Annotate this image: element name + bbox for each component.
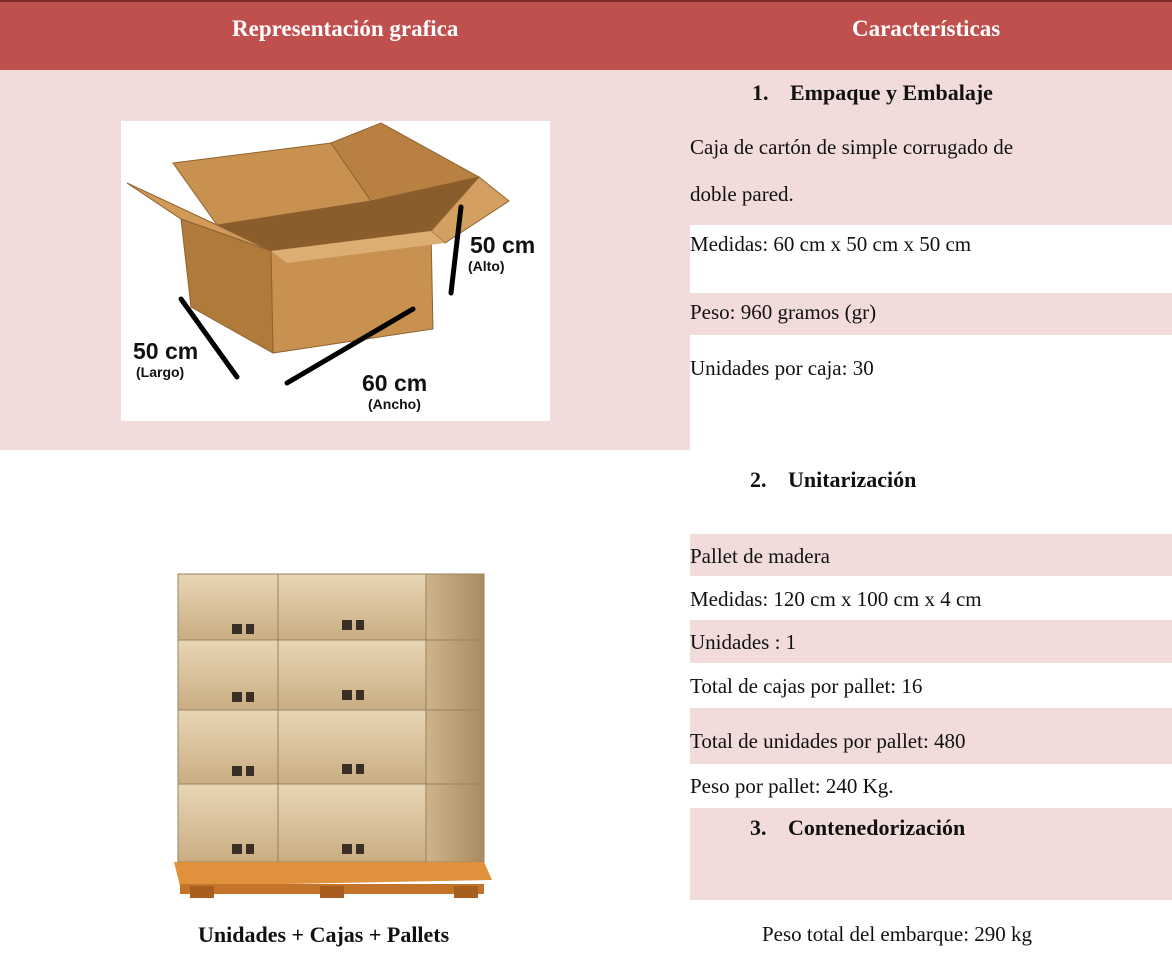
- section1-line: doble pared.: [690, 182, 794, 206]
- column-title-representation: Representación grafica: [232, 16, 459, 41]
- row-white: [690, 225, 1172, 293]
- section2-line: Total de unidades por pallet: 480: [690, 729, 966, 753]
- box-length-value: 50 cm: [133, 338, 199, 364]
- row-band: [690, 708, 1172, 764]
- section3-heading: 3. Contenedorización: [750, 815, 965, 841]
- section3-line: Peso total del embarque: 290 kg: [762, 922, 1033, 946]
- section1-heading: 1. Empaque y Embalaje: [752, 80, 993, 106]
- section3-number: 3.: [750, 815, 767, 840]
- section2-line: Total de cajas por pallet: 16: [690, 674, 923, 698]
- box-width-value: 60 cm: [362, 370, 428, 396]
- section2-line: Pallet de madera: [690, 544, 830, 568]
- section1-number: 1.: [752, 80, 769, 105]
- box-length-label: (Largo): [136, 364, 185, 380]
- column-title-characteristics: Características: [852, 16, 1001, 41]
- pallet-boxes-icon: [174, 573, 492, 898]
- pallet-image: [170, 568, 492, 900]
- row-white: [690, 335, 1172, 450]
- row-band: [690, 620, 1172, 663]
- row-band: [690, 534, 1172, 576]
- section3-title: Contenedorización: [788, 815, 966, 840]
- section2-line: Peso por pallet: 240 Kg.: [690, 774, 894, 798]
- section1-line: Peso: 960 gramos (gr): [690, 300, 877, 324]
- box-height-label: (Alto): [468, 258, 505, 274]
- section2-heading: 2. Unitarización: [750, 467, 916, 493]
- table-header: [0, 0, 1172, 70]
- section2-title: Unitarización: [788, 467, 917, 492]
- section1-title: Empaque y Embalaje: [790, 80, 993, 105]
- row-band: [690, 808, 1172, 900]
- section1-line: Medidas: 60 cm x 50 cm x 50 cm: [690, 232, 972, 256]
- section2-line: Unidades : 1: [690, 630, 797, 654]
- pallet-caption: Unidades + Cajas + Pallets: [198, 922, 450, 947]
- section2-number: 2.: [750, 467, 767, 492]
- cardboard-box-icon: [126, 122, 510, 386]
- box-image: [121, 121, 550, 421]
- box-width-label: (Ancho): [368, 396, 421, 412]
- box-height-value: 50 cm: [470, 232, 536, 258]
- section1-line: Caja de cartón de simple corrugado de: [690, 135, 1014, 159]
- section1-line: Unidades por caja: 30: [690, 356, 874, 380]
- section2-line: Medidas: 120 cm x 100 cm x 4 cm: [690, 587, 982, 611]
